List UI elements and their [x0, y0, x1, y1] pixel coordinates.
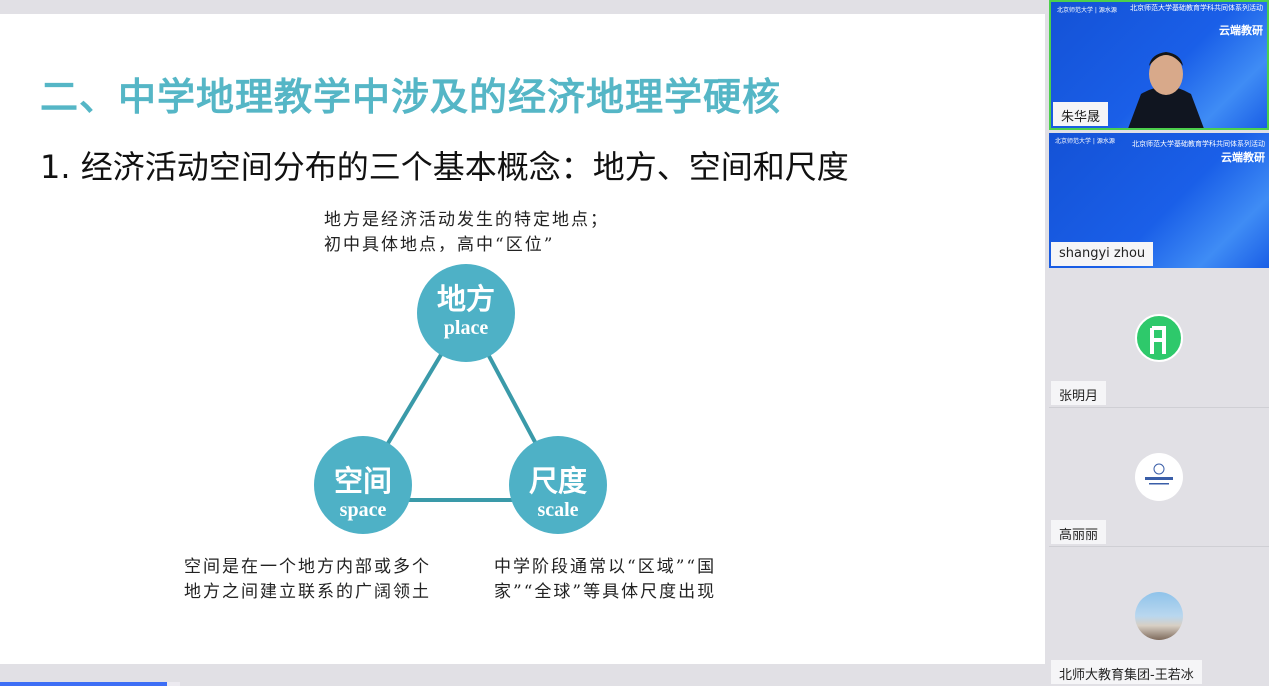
concept-zh: 尺度	[528, 464, 587, 498]
avatar	[1135, 592, 1183, 640]
presentation-slide: 二、中学地理教学中涉及的经济地理学硬核 1. 经济活动空间分布的三个基本概念：地…	[0, 14, 1045, 664]
note-line: 家”“全球”等具体尺度出现	[494, 582, 717, 602]
slide-title: 二、中学地理教学中涉及的经济地理学硬核	[40, 75, 782, 119]
avatar	[1135, 314, 1183, 362]
concept-place: 地方 place	[416, 282, 516, 340]
concept-en: place	[443, 317, 489, 339]
note-line: 空间是在一个地方内部或多个	[184, 557, 431, 577]
concept-zh: 空间	[333, 464, 392, 498]
concept-en: scale	[537, 499, 579, 521]
participant-name: 张明月	[1051, 381, 1107, 405]
app-logo-icon	[1150, 326, 1166, 354]
avatar	[1135, 453, 1183, 501]
banner-logos: 北京师范大学 | 源水源	[1055, 138, 1115, 145]
note-line: 初中具体地点，高中“区位”	[324, 235, 555, 255]
bottom-bar	[0, 664, 1045, 686]
banner-title: 北京师范大学基础教育学科共同体系列活动	[1132, 140, 1265, 148]
participant-tile[interactable]: 北京师范大学 | 源水源 北京师范大学基础教育学科共同体系列活动 云端教研 sh…	[1049, 133, 1269, 268]
participant-tile[interactable]: 高丽丽	[1049, 411, 1269, 547]
participant-name: 高丽丽	[1051, 520, 1107, 544]
participant-tile[interactable]: 北师大教育集团-王若冰	[1049, 550, 1269, 686]
slide-subtitle: 1. 经济活动空间分布的三个基本概念：地方、空间和尺度	[40, 148, 849, 186]
concept-en: space	[339, 499, 387, 521]
note-line: 地方之间建立联系的广阔领土	[184, 582, 431, 602]
concept-triangle-diagram	[314, 264, 607, 534]
circle-place	[417, 264, 515, 362]
university-logo-icon	[1145, 463, 1173, 485]
note-place: 地方是经济活动发生的特定地点； 初中具体地点，高中“区位”	[324, 208, 609, 258]
speaker-video	[1128, 52, 1204, 128]
progress-fill	[0, 682, 168, 686]
circle-scale	[509, 436, 607, 534]
concept-scale: 尺度 scale	[508, 464, 608, 522]
participants-panel: 北京师范大学 | 源水源 北京师范大学基础教育学科共同体系列活动 云端教研 朱华…	[1047, 0, 1269, 686]
participant-name: shangyi zhou	[1051, 242, 1154, 266]
note-line: 中学阶段通常以“区域”“国	[494, 557, 717, 577]
banner-subtitle: 云端教研	[1219, 24, 1263, 37]
note-space: 空间是在一个地方内部或多个 地方之间建立联系的广阔领土	[184, 555, 431, 605]
concept-zh: 地方	[436, 282, 495, 316]
participant-tile[interactable]: 北京师范大学 | 源水源 北京师范大学基础教育学科共同体系列活动 云端教研 朱华…	[1049, 0, 1269, 130]
participant-name: 北师大教育集团-王若冰	[1051, 660, 1202, 684]
participant-tile[interactable]: 张明月	[1049, 272, 1269, 408]
banner-logos: 北京师范大学 | 源水源	[1057, 7, 1117, 14]
note-scale: 中学阶段通常以“区域”“国 家”“全球”等具体尺度出现	[494, 555, 716, 605]
note-line: 地方是经济活动发生的特定地点；	[324, 210, 609, 230]
banner-subtitle: 云端教研	[1221, 151, 1265, 164]
participant-name: 朱华晟	[1053, 102, 1109, 126]
concept-space: 空间 space	[313, 464, 413, 522]
circle-space	[314, 436, 412, 534]
banner-title: 北京师范大学基础教育学科共同体系列活动	[1130, 4, 1263, 12]
